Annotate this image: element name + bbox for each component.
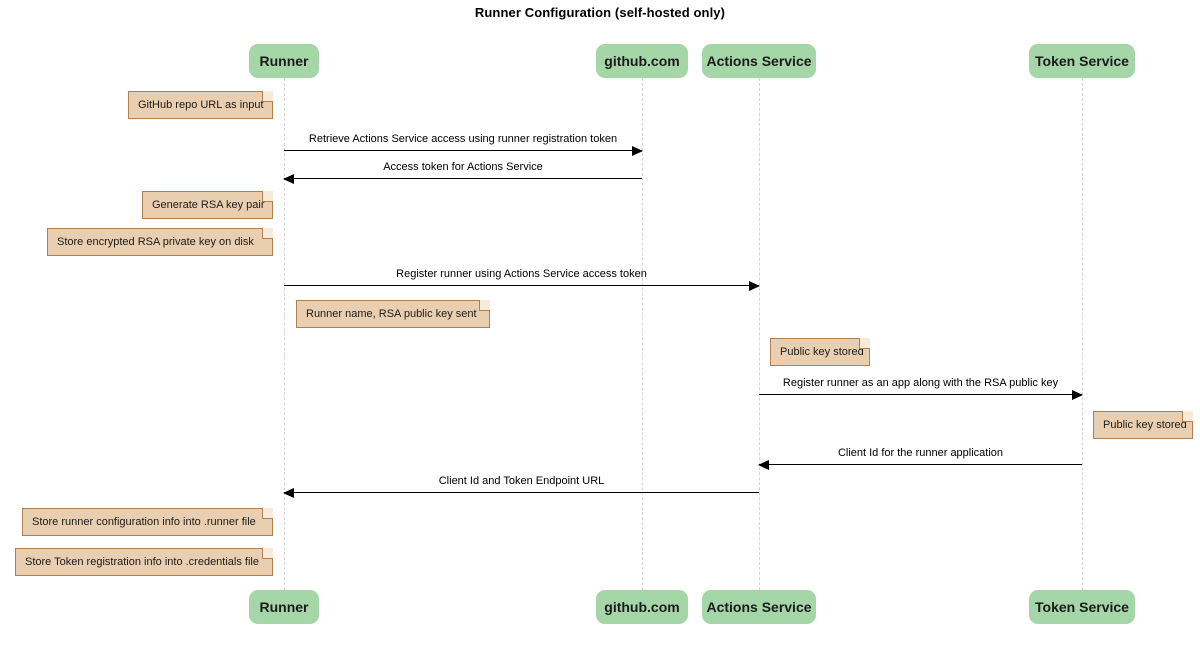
- note-store-token[interactable]: Store Token registration info into .cred…: [15, 548, 273, 576]
- participant-runner-top[interactable]: Runner: [249, 44, 319, 78]
- arrowhead-right-icon: [1072, 389, 1083, 400]
- note-store-rsa[interactable]: Store encrypted RSA private key on disk: [47, 228, 273, 256]
- participant-actions-bottom[interactable]: Actions Service: [702, 590, 816, 624]
- msg-client-id[interactable]: Client Id for the runner application: [758, 447, 1082, 470]
- note-text: Public key stored: [1103, 419, 1187, 431]
- lifeline-token: [1082, 78, 1083, 590]
- participant-github-top[interactable]: github.com: [596, 44, 688, 78]
- participant-label: Token Service: [1035, 53, 1129, 69]
- note-text: Generate RSA key pair: [152, 199, 265, 211]
- participant-actions-top[interactable]: Actions Service: [702, 44, 816, 78]
- participant-token-bottom[interactable]: Token Service: [1029, 590, 1135, 624]
- note-repo-url[interactable]: GitHub repo URL as input: [128, 91, 273, 119]
- participant-label: github.com: [604, 53, 680, 69]
- message-label: Client Id and Token Endpoint URL: [438, 475, 605, 487]
- msg-client-endpoint[interactable]: Client Id and Token Endpoint URL: [283, 475, 759, 498]
- note-fold-corner-icon: [262, 228, 273, 239]
- participant-label: Runner: [259, 599, 309, 615]
- arrowhead-right-icon: [749, 280, 760, 291]
- note-text: GitHub repo URL as input: [138, 99, 264, 111]
- lifeline-runner: [284, 78, 285, 590]
- message-label: Register runner using Actions Service ac…: [396, 268, 647, 280]
- note-runner-name[interactable]: Runner name, RSA public key sent: [296, 300, 490, 328]
- page-title: Runner Configuration (self-hosted only): [474, 5, 726, 20]
- arrowhead-left-icon: [283, 173, 294, 184]
- note-fold-corner-icon: [262, 191, 273, 202]
- note-store-runner[interactable]: Store runner configuration info into .ru…: [22, 508, 273, 536]
- msg-retrieve-access[interactable]: Retrieve Actions Service access using ru…: [284, 133, 643, 156]
- message-line: [284, 178, 642, 179]
- note-pubkey-token[interactable]: Public key stored: [1093, 411, 1193, 439]
- note-text: Runner name, RSA public key sent: [306, 308, 477, 320]
- participant-label: Runner: [259, 53, 309, 69]
- note-fold-corner-icon: [262, 548, 273, 559]
- note-fold-corner-icon: [262, 508, 273, 519]
- arrowhead-left-icon: [758, 459, 769, 470]
- message-line: [284, 492, 759, 493]
- note-fold-corner-icon: [1182, 411, 1193, 422]
- msg-access-token[interactable]: Access token for Actions Service: [283, 161, 642, 184]
- lifeline-github: [642, 78, 643, 590]
- message-line: [759, 464, 1082, 465]
- msg-register-runner[interactable]: Register runner using Actions Service ac…: [284, 268, 760, 291]
- lifeline-actions: [759, 78, 760, 590]
- participant-runner-bottom[interactable]: Runner: [249, 590, 319, 624]
- note-pubkey-actions[interactable]: Public key stored: [770, 338, 870, 366]
- message-label: Access token for Actions Service: [383, 161, 543, 173]
- participant-label: Actions Service: [706, 53, 812, 69]
- message-line: [284, 285, 759, 286]
- note-text: Store runner configuration info into .ru…: [32, 516, 256, 528]
- note-fold-corner-icon: [479, 300, 490, 311]
- participant-label: github.com: [604, 599, 680, 615]
- participant-token-top[interactable]: Token Service: [1029, 44, 1135, 78]
- note-text: Store Token registration info into .cred…: [25, 556, 259, 568]
- arrowhead-right-icon: [632, 145, 643, 156]
- participant-label: Actions Service: [706, 599, 812, 615]
- message-line: [759, 394, 1082, 395]
- message-label: Retrieve Actions Service access using ru…: [308, 133, 618, 145]
- arrowhead-left-icon: [283, 487, 294, 498]
- note-fold-corner-icon: [262, 91, 273, 102]
- note-generate-rsa[interactable]: Generate RSA key pair: [142, 191, 273, 219]
- message-label: Register runner as an app along with the…: [782, 377, 1059, 389]
- message-line: [284, 150, 642, 151]
- participant-github-bottom[interactable]: github.com: [596, 590, 688, 624]
- note-text: Store encrypted RSA private key on disk: [57, 236, 254, 248]
- msg-register-app[interactable]: Register runner as an app along with the…: [759, 377, 1083, 400]
- note-text: Public key stored: [780, 346, 864, 358]
- note-fold-corner-icon: [859, 338, 870, 349]
- message-label: Client Id for the runner application: [837, 447, 1004, 459]
- participant-label: Token Service: [1035, 599, 1129, 615]
